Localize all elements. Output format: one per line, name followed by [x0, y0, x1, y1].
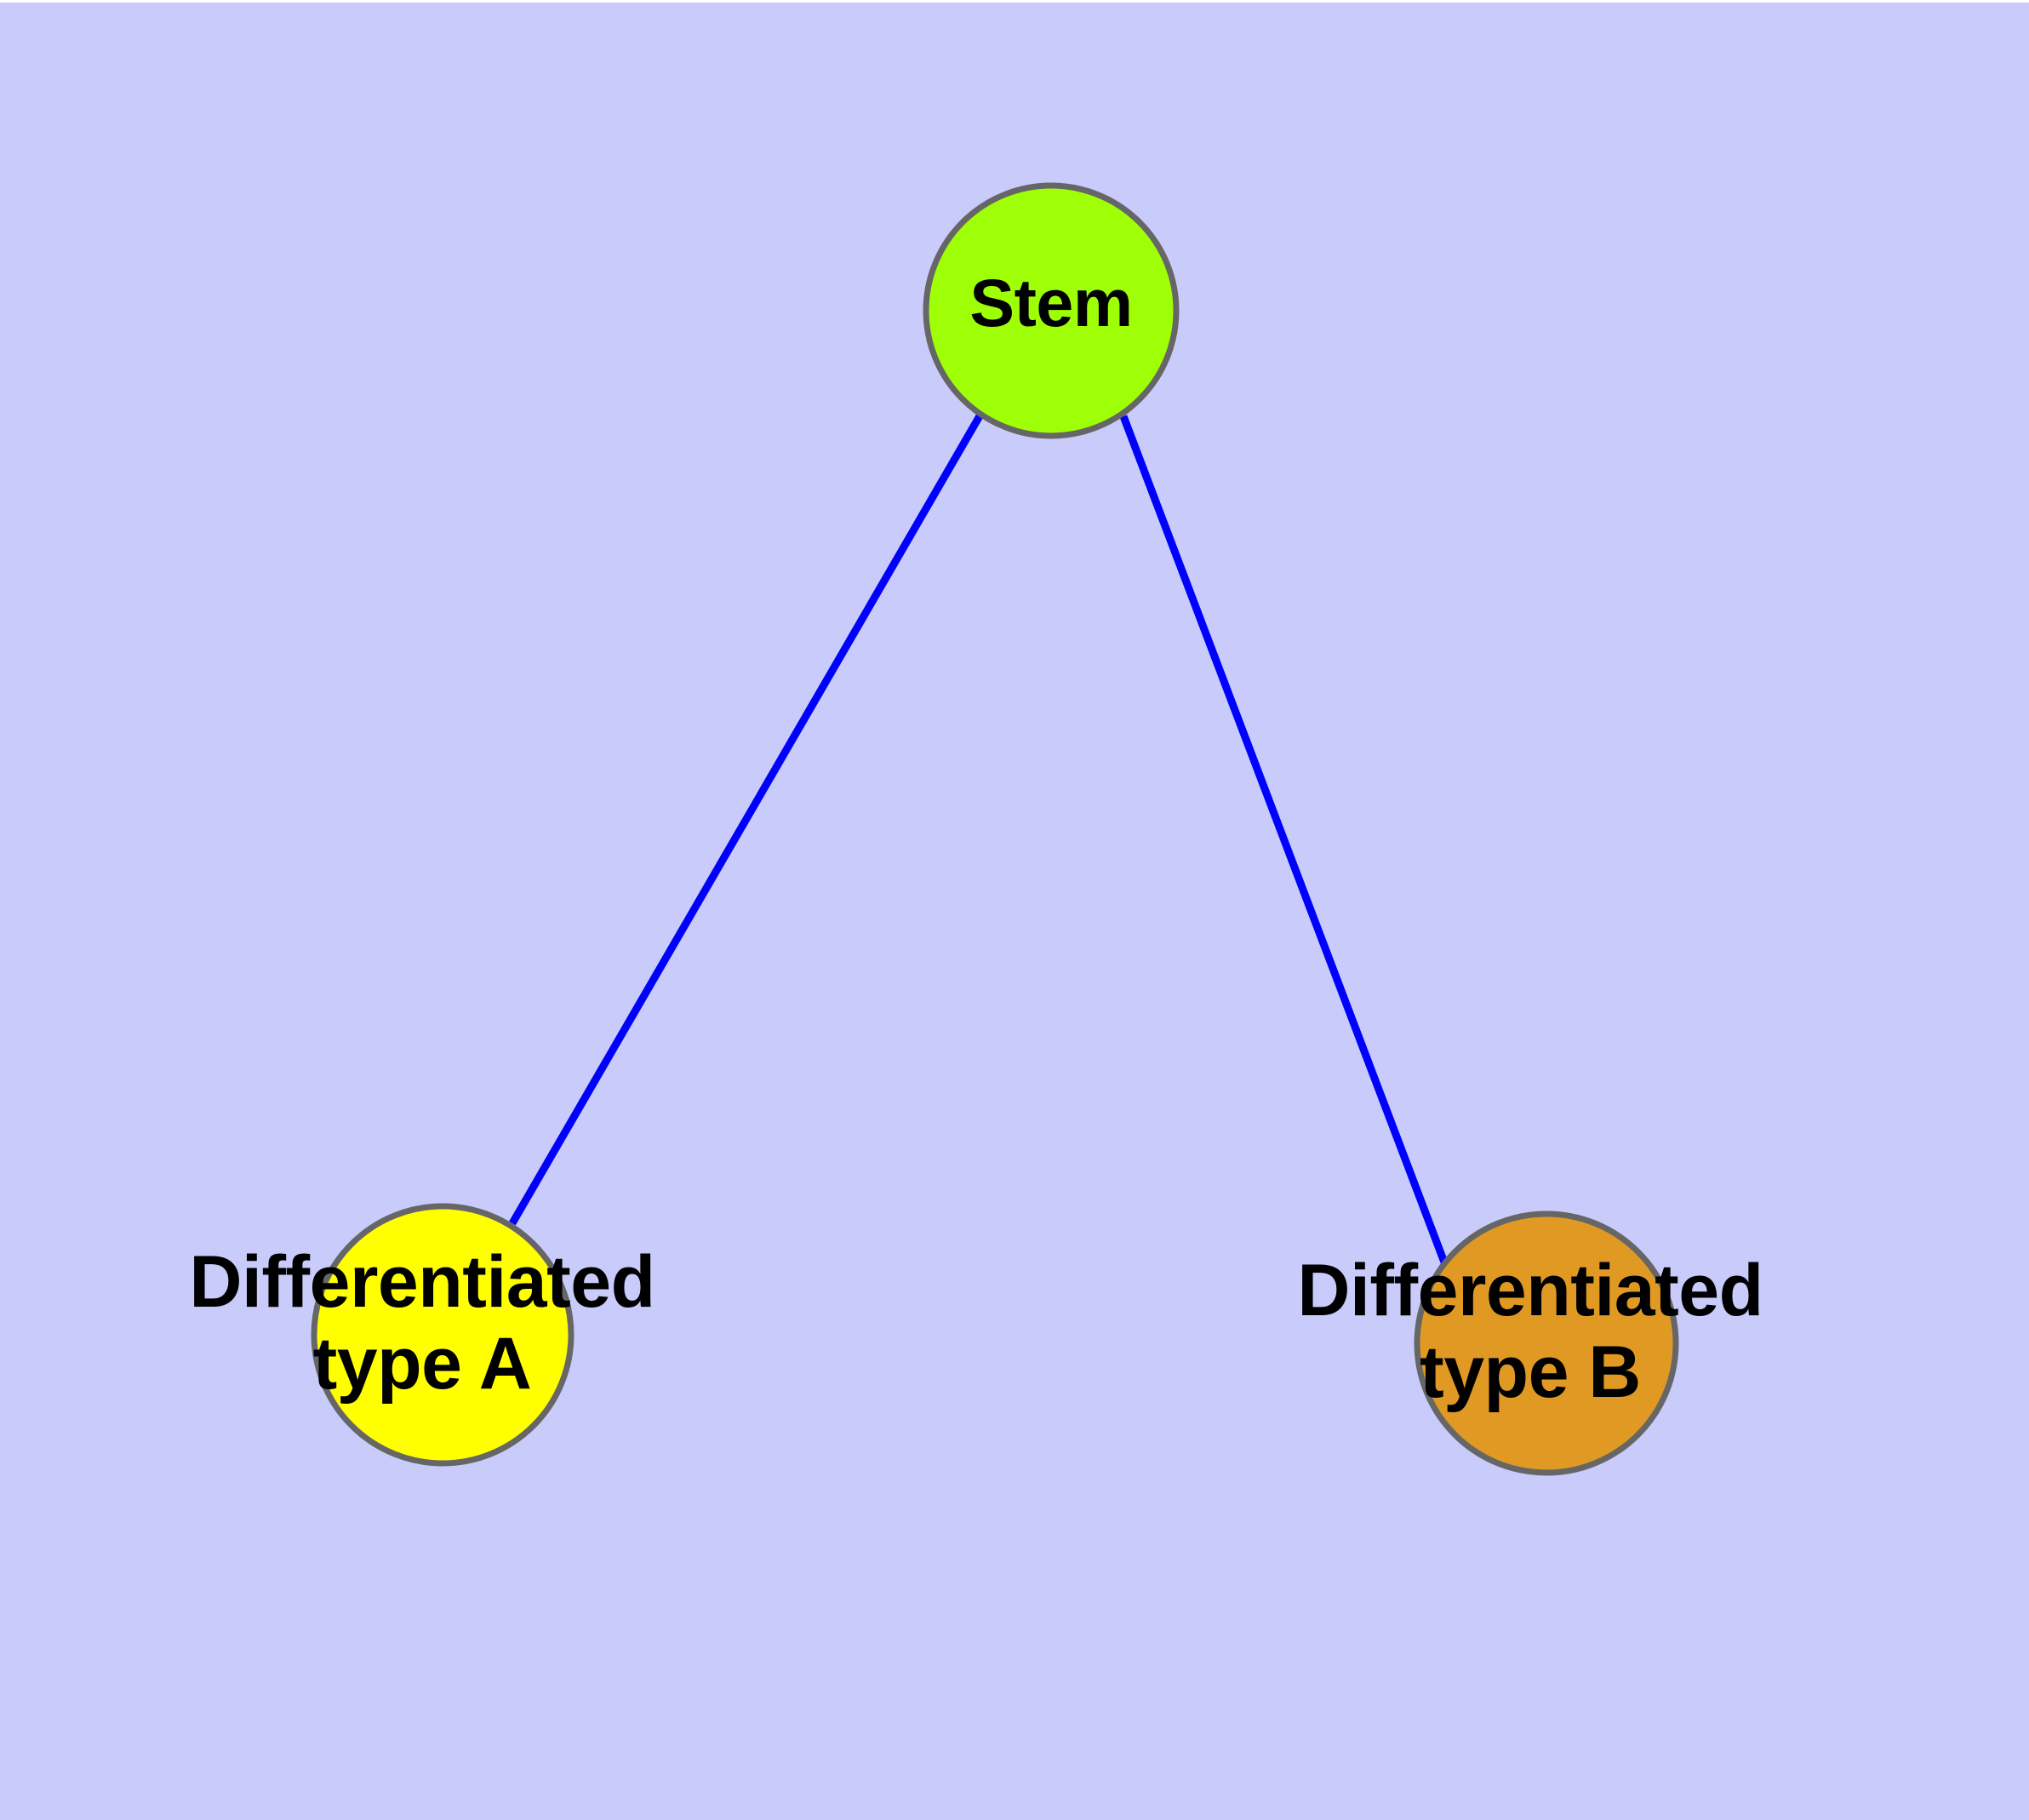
edge-stem-to-differentiated-type-b	[1119, 415, 1490, 1374]
node-circle-differentiated-type-a[interactable]	[311, 1203, 574, 1467]
node-circle-differentiated-type-b[interactable]	[1414, 1210, 1679, 1476]
node-circle-stem[interactable]	[923, 182, 1180, 439]
edge-stem-to-differentiated-type-a	[509, 412, 984, 1226]
